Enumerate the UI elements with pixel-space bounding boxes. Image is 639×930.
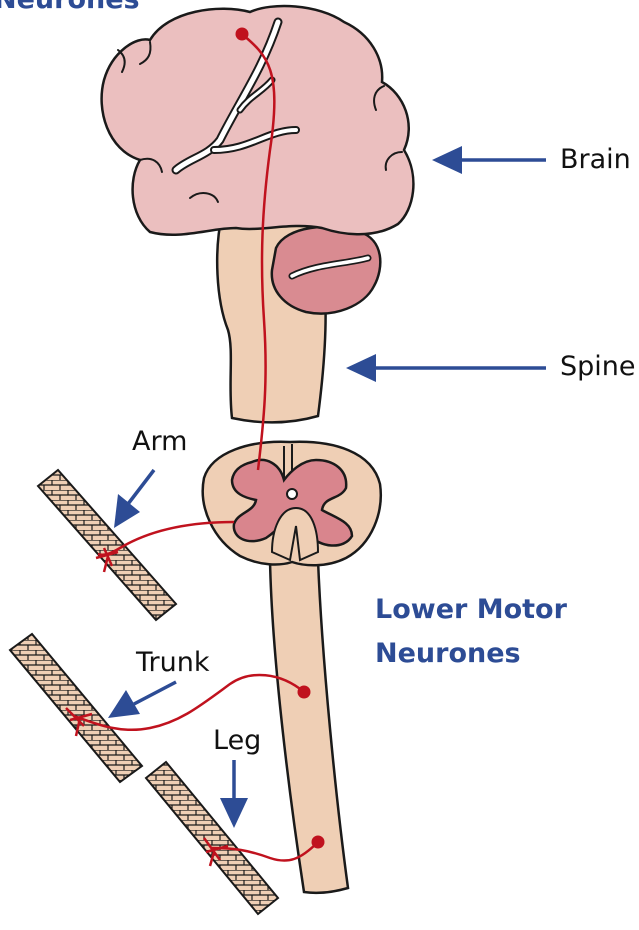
brain-label: Brain bbox=[560, 146, 631, 173]
upper-motor-neurones-title: Neurones bbox=[0, 0, 140, 16]
arm-arrow bbox=[114, 470, 154, 528]
leg-arrow bbox=[220, 760, 248, 828]
muscle-icon bbox=[146, 762, 278, 914]
brain-icon bbox=[102, 6, 414, 235]
leg-label: Leg bbox=[213, 727, 261, 754]
leg-neurone-cell-body bbox=[312, 836, 325, 849]
trunk-arrow bbox=[108, 682, 176, 718]
spinal-cord-cross-section-icon bbox=[203, 442, 381, 565]
spine-label: Spine bbox=[560, 353, 636, 380]
spine-arrow bbox=[346, 354, 546, 382]
spinal-cord-icon bbox=[270, 560, 348, 893]
trunk-neurone-cell-body bbox=[298, 686, 311, 699]
trunk-label: Trunk bbox=[136, 649, 210, 676]
lower-motor-neurones-title-line2: Neurones bbox=[375, 638, 521, 670]
arm-label: Arm bbox=[132, 428, 187, 455]
muscle-icon bbox=[38, 470, 176, 620]
lower-motor-neurones-title-line1: Lower Motor bbox=[375, 594, 567, 626]
cerebellum-icon bbox=[272, 227, 380, 314]
upper-neurone-cell-body bbox=[236, 28, 249, 41]
brain-arrow bbox=[432, 146, 546, 174]
